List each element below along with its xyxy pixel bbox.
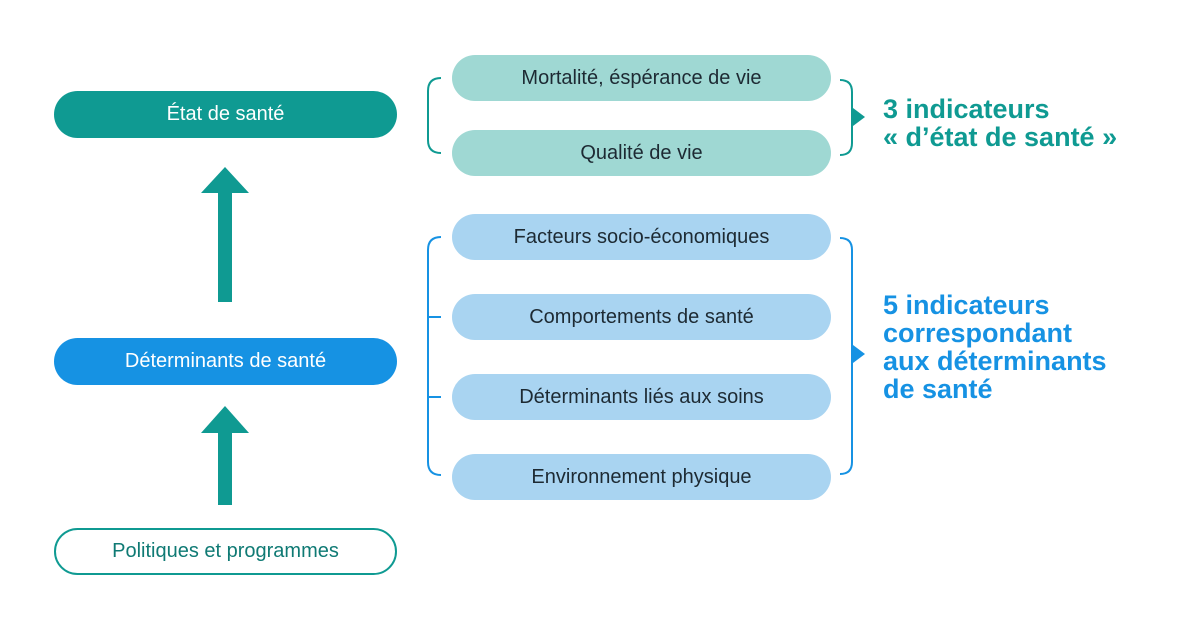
determinants-right-bracket — [839, 237, 853, 475]
determinants-left-bracket — [427, 236, 442, 476]
politiques-programmes-box: Politiques et programmes — [54, 528, 397, 575]
determinants-de-sante-box: Déterminants de santé — [54, 338, 397, 385]
determinants-note-line-4: de santé — [883, 374, 993, 404]
etat-left-bracket — [427, 77, 442, 154]
etat-pointer — [853, 108, 865, 126]
etat-indicators-note: 3 indicateurs « d’état de santé » — [883, 95, 1117, 151]
determinants-pointer — [853, 345, 865, 363]
etat-note-line-1: 3 indicateurs — [883, 94, 1050, 124]
determinants-note-line-1: 5 indicateurs — [883, 290, 1050, 320]
determinants-indicators-note: 5 indicateurs correspondant aux détermin… — [883, 291, 1107, 403]
determinant-item-environnement: Environnement physique — [452, 454, 831, 500]
determinants-note-line-2: correspondant — [883, 318, 1073, 348]
etat-de-sante-box: État de santé — [54, 91, 397, 138]
etat-note-line-2: « d’état de santé » — [883, 122, 1118, 152]
up-arrow-upper — [201, 167, 249, 302]
determinant-item-soins: Déterminants liés aux soins — [452, 374, 831, 420]
determinant-item-comportements: Comportements de santé — [452, 294, 831, 340]
determinants-note-line-3: aux déterminants — [883, 346, 1107, 376]
etat-item-mortalite: Mortalité, éspérance de vie — [452, 55, 831, 101]
up-arrow-lower — [201, 406, 249, 505]
determinant-item-socio-economiques: Facteurs socio-économiques — [452, 214, 831, 260]
etat-right-bracket — [839, 79, 853, 156]
determinants-bracket-ticks — [428, 316, 441, 398]
etat-item-qualite-de-vie: Qualité de vie — [452, 130, 831, 176]
